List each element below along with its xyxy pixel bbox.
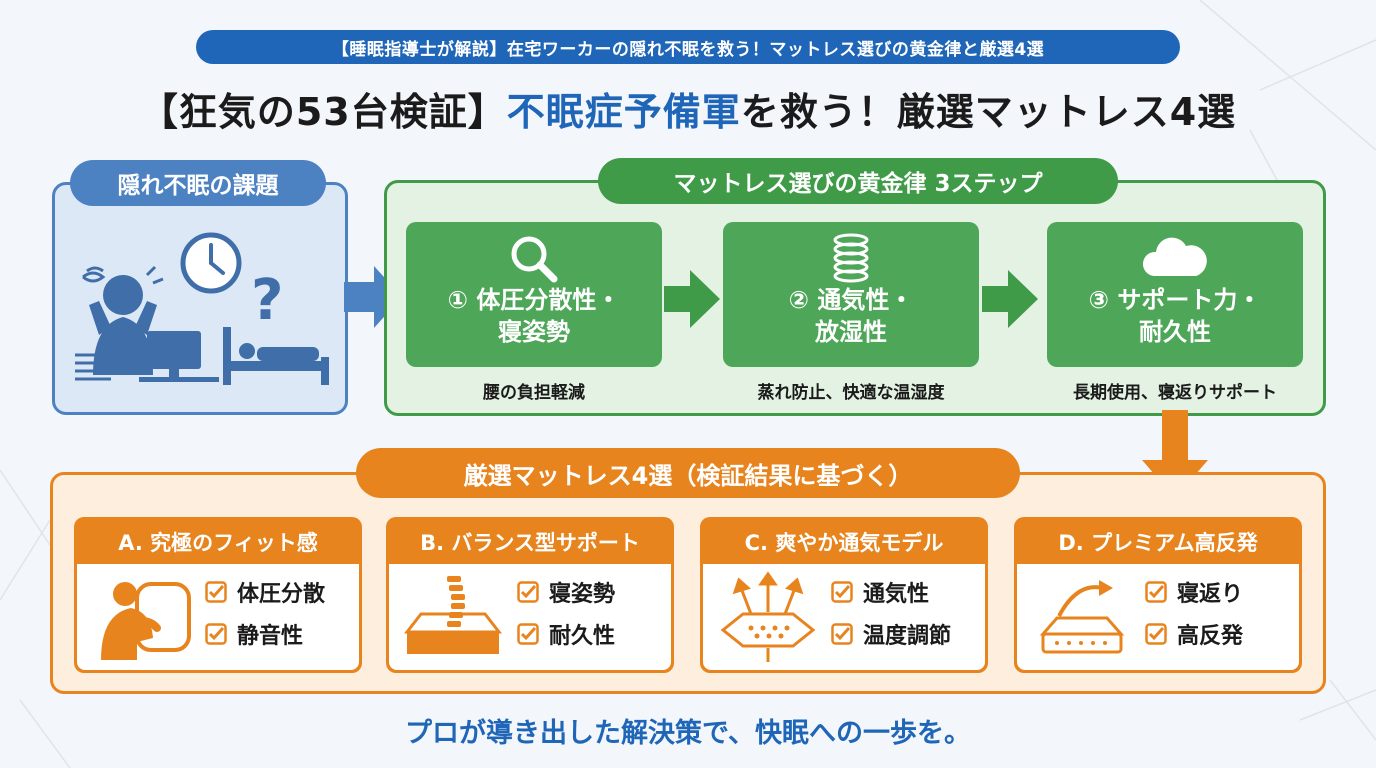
pick-a-feature-1-label: 体圧分散	[237, 582, 326, 607]
issue-panel: ?	[52, 182, 348, 415]
pick-b-feature-1: 寝姿勢	[517, 576, 615, 608]
pick-a-feature-2-label: 静音性	[237, 624, 304, 649]
hugging-pillow-icon	[101, 582, 191, 660]
pick-a-feature-1: 体圧分散	[205, 576, 325, 608]
title-part-2: を救う！厳選マットレス4選	[740, 89, 1237, 134]
pick-c-feature-2: 温度調節	[831, 618, 951, 650]
pick-b-feature-2: 耐久性	[517, 618, 615, 650]
steps-label: マットレス選びの黄金律 3ステップ	[598, 158, 1118, 204]
checkbox-checked-icon	[831, 623, 853, 645]
checkbox-checked-icon	[517, 581, 539, 603]
issue-label: 隠れ不眠の課題	[70, 160, 326, 206]
step-1-text: ① 体圧分散性・ 寝姿勢	[447, 286, 621, 346]
pick-d-feature-1-label: 寝返り	[1177, 582, 1244, 607]
header-banner: 【睡眠指導士が解説】在宅ワーカーの隠れ不眠を救う！マットレス選びの黄金律と厳選4…	[196, 30, 1180, 64]
rebound-mattress-icon	[1039, 580, 1125, 654]
pick-c-feature-1: 通気性	[831, 576, 929, 608]
arrow-right-icon	[664, 270, 720, 328]
checkbox-checked-icon	[517, 623, 539, 645]
picks-label: 厳選マットレス4選（検証結果に基づく）	[356, 448, 1020, 498]
step-3-subtext: 長期使用、寝返りサポート	[1073, 383, 1277, 403]
step-2-text: ② 通気性・ 放湿性	[788, 286, 914, 346]
pick-c-feature-1-label: 通気性	[863, 582, 930, 607]
pick-b-feature-2-label: 耐久性	[549, 624, 616, 649]
checkbox-checked-icon	[205, 623, 227, 645]
bed-icon	[223, 327, 329, 385]
clock-icon	[180, 232, 242, 294]
pick-card-a: A. 究極のフィット感 体圧分散 静音性	[74, 517, 362, 673]
pick-d-feature-2: 高反発	[1145, 618, 1243, 650]
pick-a-title: A. 究極のフィット感	[118, 531, 318, 555]
page-title: 【狂気の53台検証】不眠症予備軍を救う！厳選マットレス4選	[0, 76, 1376, 140]
checkbox-checked-icon	[1145, 581, 1167, 603]
pick-card-d: D. プレミアム高反発 寝返り 高反発	[1014, 517, 1302, 673]
cloud-icon	[1140, 232, 1210, 284]
pick-card-c: C. 爽やか通気モデル 通気性 温度調節	[700, 517, 988, 673]
checkbox-checked-icon	[831, 581, 853, 603]
step-1-subtext: 腰の負担軽減	[483, 383, 585, 403]
pick-b-feature-1-label: 寝姿勢	[549, 582, 616, 607]
computer-icon	[139, 331, 219, 382]
title-part-1: 【狂気の53台検証】	[139, 89, 507, 134]
step-card-1: ① 体圧分散性・ 寝姿勢	[406, 222, 662, 367]
magnifier-icon	[504, 232, 564, 284]
step-card-2: ② 通気性・ 放湿性	[723, 222, 979, 367]
step-3-text: ③ サポート力・ 耐久性	[1088, 286, 1262, 346]
pick-c-title: C. 爽やか通気モデル	[744, 531, 944, 555]
spring-coil-icon	[826, 232, 876, 284]
pick-c-feature-2-label: 温度調節	[863, 624, 952, 649]
checkbox-checked-icon	[205, 581, 227, 603]
pick-d-feature-2-label: 高反発	[1177, 624, 1244, 649]
step-card-3: ③ サポート力・ 耐久性	[1047, 222, 1303, 367]
footer-tagline: プロが導き出した解決策で、快眠への一歩を。	[405, 717, 971, 749]
stressed-worker-icon	[82, 265, 164, 375]
pick-a-feature-2: 静音性	[205, 618, 303, 650]
spine-mattress-icon	[403, 576, 503, 654]
arrow-right-icon	[982, 270, 1038, 328]
pick-d-title: D. プレミアム高反発	[1058, 531, 1258, 555]
title-highlight: 不眠症予備軍	[506, 89, 741, 134]
pick-b-title: B. バランス型サポート	[420, 531, 640, 555]
pick-d-feature-1: 寝返り	[1145, 576, 1243, 608]
question-mark-icon: ?	[251, 268, 283, 333]
issue-illustration: ?	[75, 232, 329, 385]
airflow-mattress-icon	[720, 571, 816, 662]
step-2-subtext: 蒸れ防止、快適な温湿度	[757, 383, 945, 403]
checkbox-checked-icon	[1145, 623, 1167, 645]
pick-card-b: B. バランス型サポート 寝姿勢 耐久性	[386, 517, 674, 673]
